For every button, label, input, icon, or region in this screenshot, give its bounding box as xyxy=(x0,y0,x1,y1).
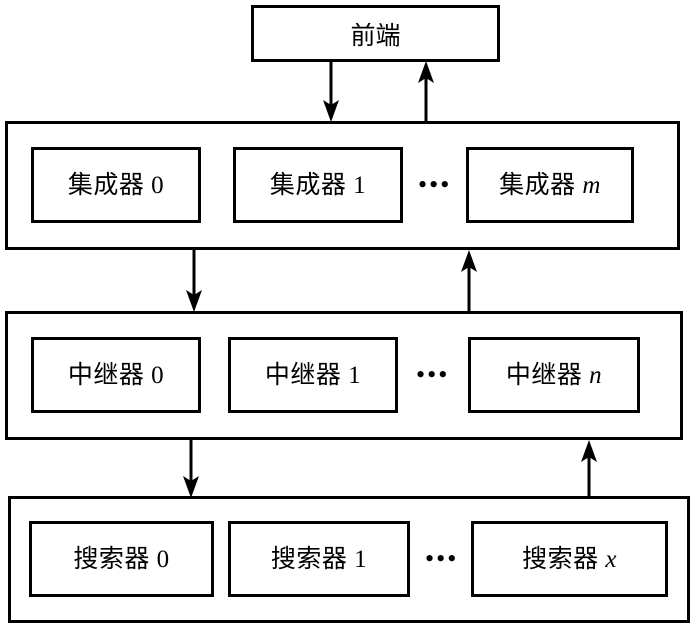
integrator-node-m[interactable]: 集成器 m xyxy=(466,147,634,223)
relay-node-1-label: 中继器 1 xyxy=(264,361,362,389)
relay-node-0[interactable]: 中继器 0 xyxy=(31,337,201,413)
searcher-node-0-label: 搜索器 0 xyxy=(73,545,170,573)
arrow-relay-to-integrator xyxy=(460,249,478,313)
integrator-ellipsis: ••• xyxy=(418,170,452,199)
searcher-ellipsis: ••• xyxy=(425,544,459,573)
arrow-frontend-to-integrator xyxy=(322,60,340,123)
relay-node-n[interactable]: 中继器 n xyxy=(468,337,640,413)
integrator-node-1[interactable]: 集成器 1 xyxy=(233,147,403,223)
integrator-node-0-label: 集成器 0 xyxy=(67,171,165,199)
frontend-box: 前端 xyxy=(251,5,500,62)
relay-node-1[interactable]: 中继器 1 xyxy=(228,337,398,413)
arrow-integrator-to-frontend xyxy=(417,60,435,123)
searcher-node-1[interactable]: 搜索器 1 xyxy=(228,521,410,597)
searcher-node-x-label: 搜索器 x xyxy=(522,545,617,573)
searcher-node-0[interactable]: 搜索器 0 xyxy=(29,521,214,597)
relay-node-n-label: 中继器 n xyxy=(505,361,603,389)
integrator-node-0[interactable]: 集成器 0 xyxy=(31,147,201,223)
arrow-integrator-to-relay xyxy=(185,249,203,313)
searcher-node-x[interactable]: 搜索器 x xyxy=(471,521,668,597)
relay-node-0-label: 中继器 0 xyxy=(67,361,165,389)
frontend-label: 前端 xyxy=(350,22,401,50)
searcher-node-1-label: 搜索器 1 xyxy=(270,545,368,573)
arrow-searcher-to-relay xyxy=(580,439,598,499)
integrator-node-m-label: 集成器 m xyxy=(499,171,601,199)
relay-ellipsis: ••• xyxy=(416,360,450,389)
integrator-node-1-label: 集成器 1 xyxy=(269,171,367,199)
arrow-relay-to-searcher xyxy=(182,439,200,499)
